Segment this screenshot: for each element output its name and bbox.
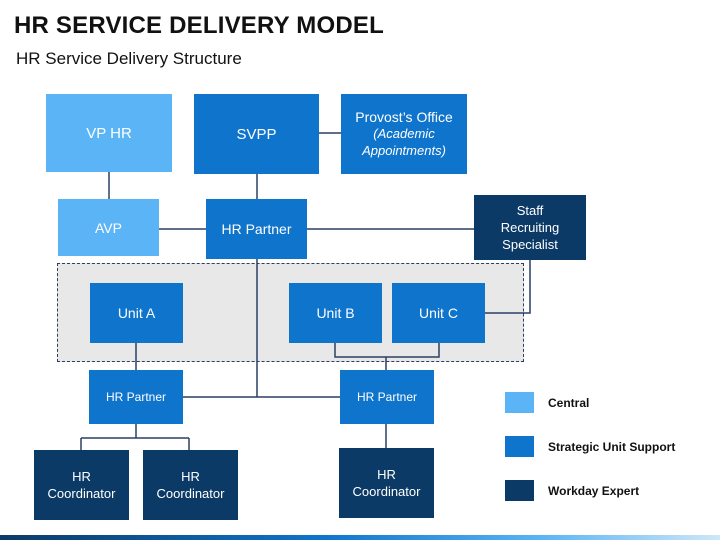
legend-label-central: Central bbox=[548, 396, 590, 410]
node-label: Staff bbox=[516, 203, 544, 218]
node-label: HR Partner bbox=[221, 221, 292, 237]
node-svpp[interactable]: SVPP bbox=[194, 94, 319, 174]
node-staff-recruiting-specialist[interactable]: Staff Recruiting Specialist bbox=[474, 195, 586, 260]
page-title: HR SERVICE DELIVERY MODEL bbox=[14, 12, 384, 39]
node-label: HR bbox=[181, 469, 200, 484]
node-label: HR Partner bbox=[356, 390, 418, 404]
node-hr-coordinator-3[interactable]: HR Coordinator bbox=[339, 448, 434, 518]
node-label: Unit A bbox=[117, 305, 156, 321]
legend-swatch-central bbox=[505, 392, 534, 413]
footer-gradient-bar bbox=[0, 535, 720, 540]
legend-label-workday: Workday Expert bbox=[548, 484, 640, 498]
node-label: Specialist bbox=[502, 237, 558, 252]
node-label: Unit C bbox=[419, 305, 458, 321]
line-unitb-unitc-bracket bbox=[334, 343, 440, 358]
node-avp[interactable]: AVP bbox=[58, 199, 159, 256]
node-hr-partner-left[interactable]: HR Partner bbox=[89, 370, 183, 424]
node-label: HR Partner bbox=[105, 390, 167, 404]
node-hr-partner-top[interactable]: HR Partner bbox=[206, 199, 307, 259]
node-unit-b[interactable]: Unit B bbox=[289, 283, 382, 343]
node-label: Coordinator bbox=[352, 484, 421, 499]
node-label: VP HR bbox=[86, 124, 132, 142]
node-sublabel: (Academic bbox=[373, 126, 435, 141]
node-sublabel: Appointments) bbox=[362, 143, 446, 158]
node-label: Provost’s Office bbox=[355, 109, 453, 125]
node-hr-coordinator-2[interactable]: HR Coordinator bbox=[143, 450, 238, 520]
node-label: Coordinator bbox=[47, 486, 116, 501]
node-provosts-office[interactable]: Provost’s Office (Academic Appointments) bbox=[341, 94, 467, 174]
node-label: Coordinator bbox=[156, 486, 225, 501]
legend-label-strategic: Strategic Unit Support bbox=[548, 440, 676, 454]
node-vp-hr[interactable]: VP HR bbox=[46, 94, 172, 172]
node-hr-coordinator-1[interactable]: HR Coordinator bbox=[34, 450, 129, 520]
legend-swatch-strategic bbox=[505, 436, 534, 457]
node-label: AVP bbox=[95, 219, 122, 236]
node-label: HR bbox=[377, 467, 396, 482]
node-unit-a[interactable]: Unit A bbox=[90, 283, 183, 343]
node-label: Unit B bbox=[316, 305, 355, 321]
node-hr-partner-right[interactable]: HR Partner bbox=[340, 370, 434, 424]
node-label: SVPP bbox=[236, 125, 277, 143]
legend-swatch-workday bbox=[505, 480, 534, 501]
node-label: Recruiting bbox=[500, 220, 560, 235]
node-unit-c[interactable]: Unit C bbox=[392, 283, 485, 343]
node-label: HR bbox=[72, 469, 91, 484]
line-staff-unitc bbox=[485, 260, 531, 314]
page-subtitle: HR Service Delivery Structure bbox=[16, 49, 242, 68]
